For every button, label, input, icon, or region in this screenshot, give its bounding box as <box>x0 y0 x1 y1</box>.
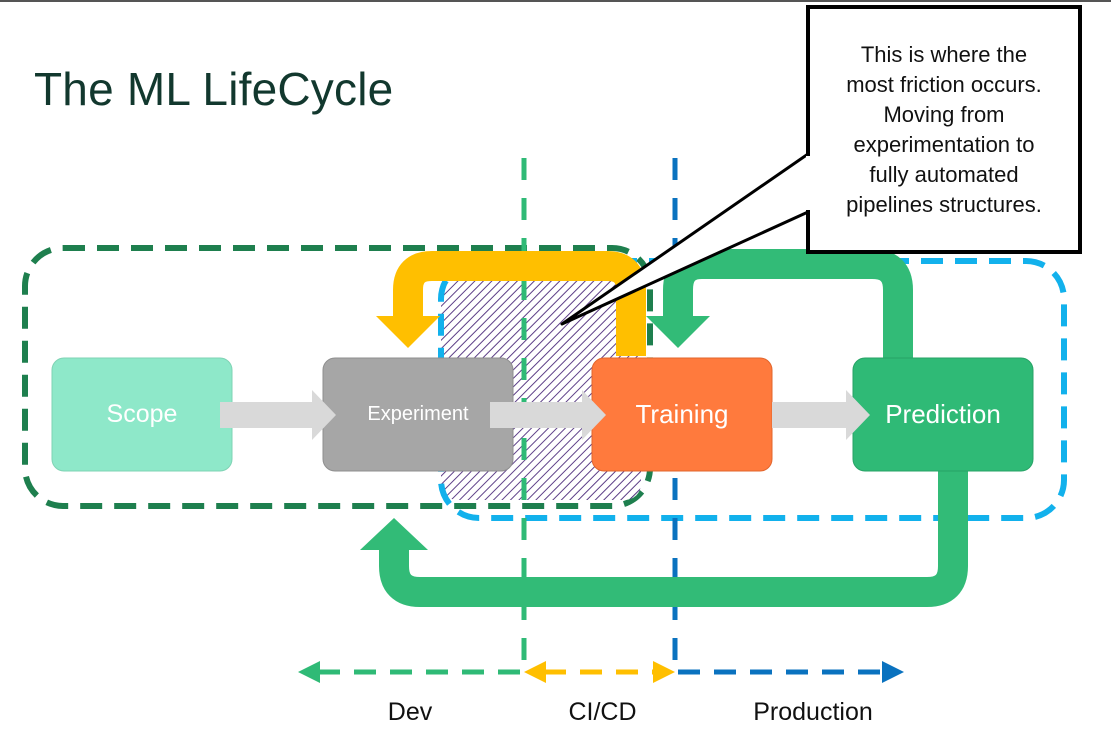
production-legend-arrowhead <box>882 661 904 683</box>
experiment-label: Experiment <box>367 403 469 425</box>
callout-text: This is where the most friction occurs. … <box>812 40 1076 220</box>
flow-arrow-training-prediction <box>772 390 870 440</box>
flow-arrow-scope-experiment <box>220 390 336 440</box>
prediction-label: Prediction <box>885 399 1001 429</box>
green-feedback-arrowhead <box>360 518 428 550</box>
callout-line: pipelines structures. <box>846 192 1042 217</box>
callout-box <box>806 5 1082 254</box>
green-retrain-loop <box>663 249 913 358</box>
training-label: Training <box>635 399 729 429</box>
callout-line: fully automated <box>869 162 1019 187</box>
cicd-legend-label: CI/CD <box>568 698 637 726</box>
production-legend-label: Production <box>753 698 873 726</box>
dev-legend-label: Dev <box>387 698 433 726</box>
callout-line: experimentation to <box>853 132 1035 157</box>
callout-line: most friction occurs. <box>846 72 1042 97</box>
dev-legend-arrowhead <box>298 661 320 683</box>
yellow-loop-arrowhead <box>376 316 440 348</box>
callout-line: This is where the <box>860 42 1028 67</box>
callout-line: Moving from <box>883 102 1005 127</box>
flow-arrow-experiment-training <box>490 390 606 440</box>
green-feedback-loop <box>379 470 968 607</box>
cicd-legend-arrowhead-left <box>524 661 546 683</box>
top-rule <box>0 0 1111 2</box>
cicd-legend-arrowhead-right <box>653 661 675 683</box>
green-retrain-arrowhead <box>646 316 710 348</box>
page-title: The ML LifeCycle <box>34 63 394 115</box>
scope-label: Scope <box>106 400 178 428</box>
